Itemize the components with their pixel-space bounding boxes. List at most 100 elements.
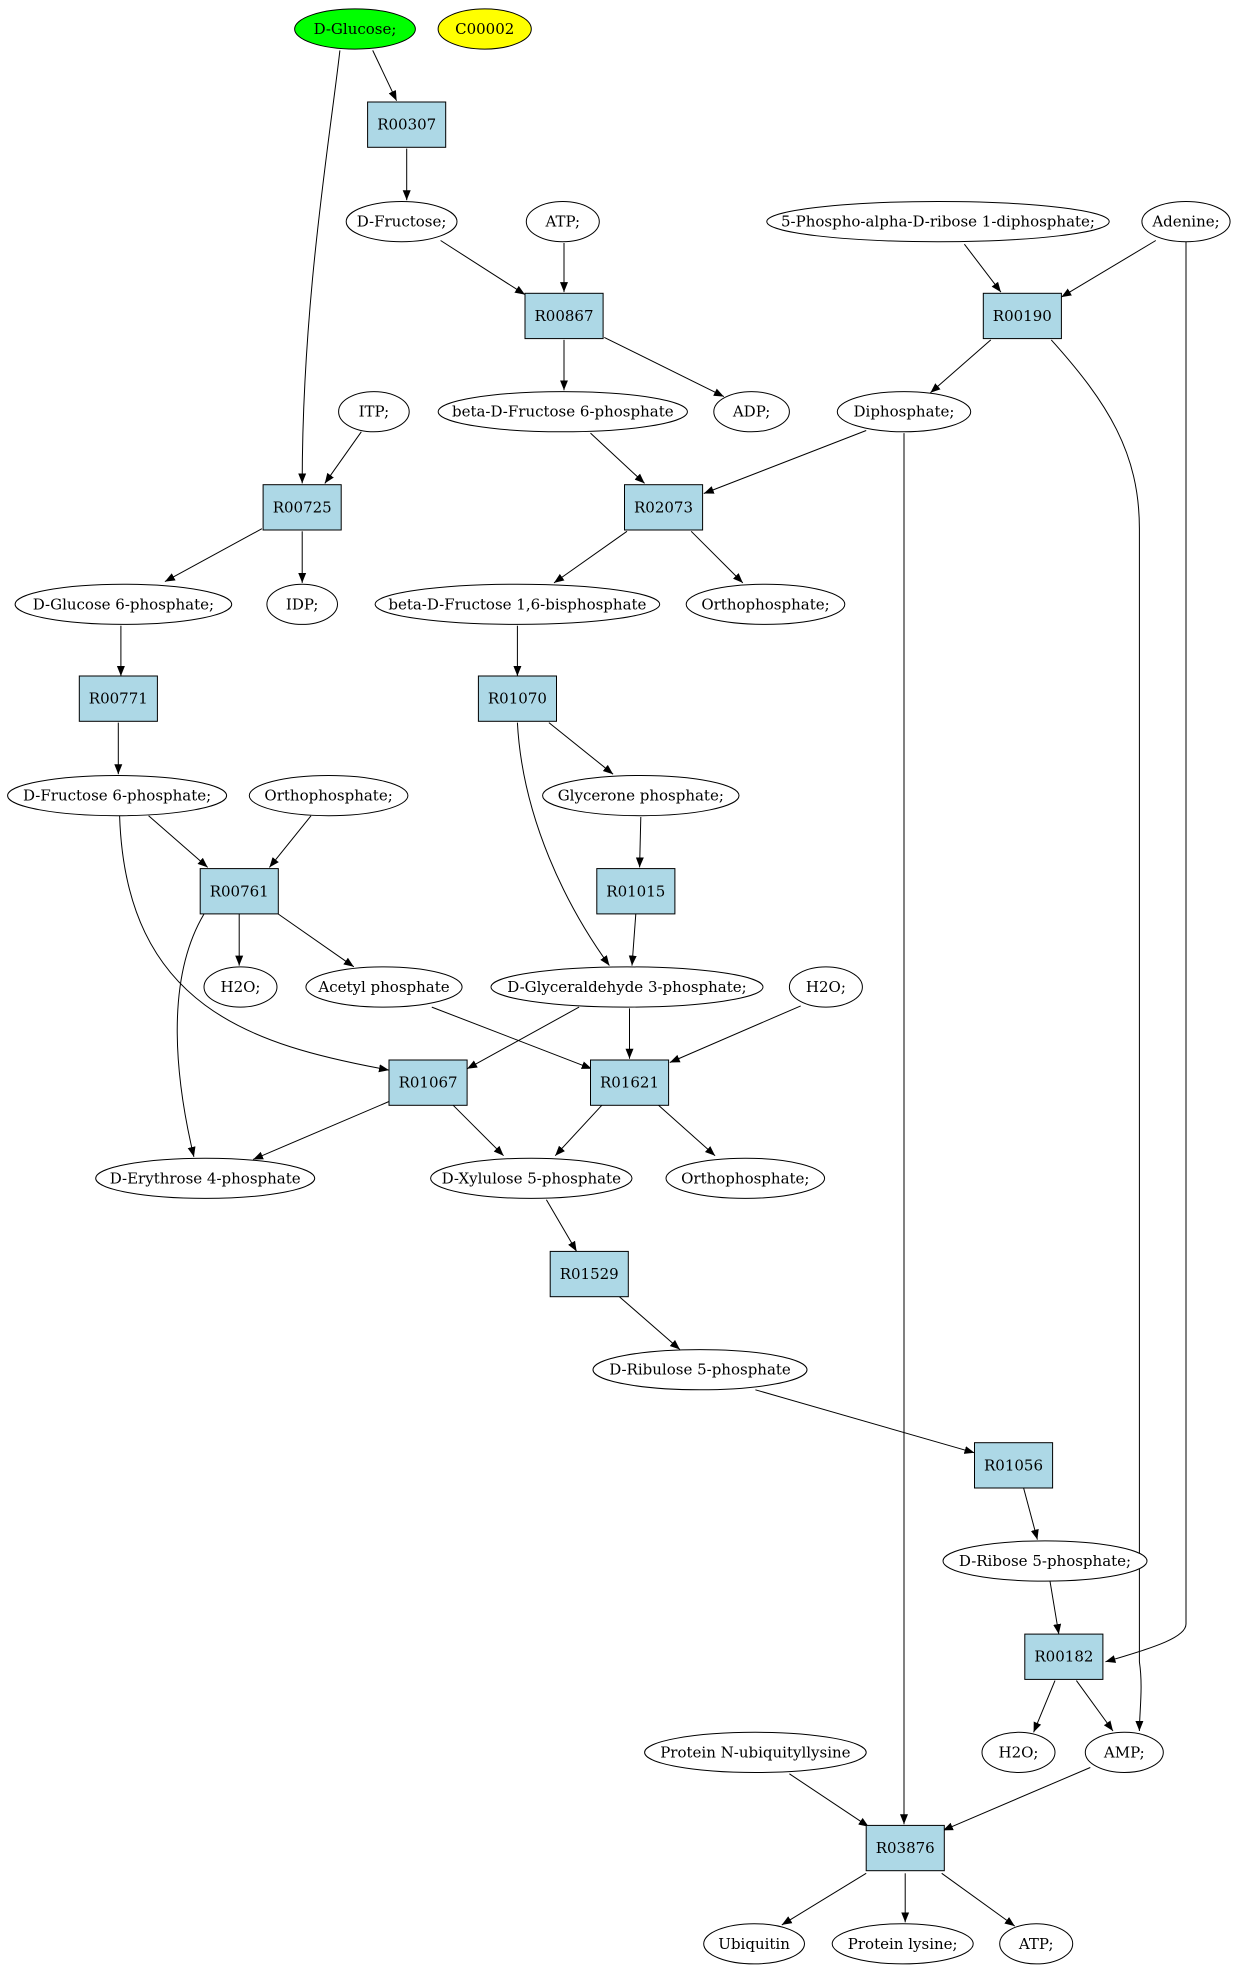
reaction-node-r03876[interactable]: R03876 bbox=[865, 1824, 945, 1872]
edge-acetyl-phosphate-to-r01621 bbox=[431, 1006, 592, 1070]
compound-node-d-glyceraldehyde-3-phosphate[interactable]: D-Glyceraldehyde 3-phosphate; bbox=[490, 966, 764, 1008]
edge-itp--to-r00725 bbox=[324, 431, 362, 484]
compound-ellipse bbox=[338, 391, 410, 433]
edge-adenine--to-r00182 bbox=[1105, 241, 1187, 1663]
node-label: beta-D-Fructose 6-phosphate bbox=[452, 403, 674, 421]
edge-r01015-to-d-glyceraldehyde-3-phosphate- bbox=[628, 913, 637, 966]
compound-ellipse bbox=[703, 1923, 805, 1965]
reaction-box bbox=[524, 292, 604, 340]
node-label: D-Glucose 6-phosphate; bbox=[33, 595, 214, 613]
compound-ellipse bbox=[542, 775, 740, 817]
compound-ellipse bbox=[305, 966, 463, 1008]
edge-r01621-to-orthophosphate- bbox=[658, 1104, 716, 1157]
compound-node-beta-d-fructose-6-phosphate[interactable]: beta-D-Fructose 6-phosphate bbox=[437, 391, 688, 433]
node-label: ATP; bbox=[1018, 1935, 1054, 1953]
compound-node-d-erythrose-4-phosphate[interactable]: D-Erythrose 4-phosphate bbox=[95, 1157, 316, 1199]
reaction-box bbox=[982, 292, 1062, 340]
edge-r01529-to-d-ribulose-5-phosphate bbox=[619, 1296, 681, 1350]
compound-node-acetyl-phosphate[interactable]: Acetyl phosphate bbox=[305, 966, 463, 1008]
node-label: R00725 bbox=[273, 498, 332, 516]
reaction-node-r00771[interactable]: R00771 bbox=[78, 675, 158, 722]
edge-orthophosphate--to-r00761 bbox=[269, 815, 312, 868]
node-label: Orthophosphate; bbox=[681, 1169, 809, 1187]
compound-node-beta-d-fructose-1-6-bisphosphate[interactable]: beta-D-Fructose 1,6-bisphosphate bbox=[374, 583, 661, 625]
compound-node-protein-lysine[interactable]: Protein lysine; bbox=[831, 1923, 974, 1965]
reaction-node-r00725[interactable]: R00725 bbox=[262, 484, 342, 531]
node-label: R03876 bbox=[876, 1839, 935, 1857]
compound-ellipse bbox=[788, 966, 863, 1008]
compound-node-orthophosphate[interactable]: Orthophosphate; bbox=[248, 775, 409, 817]
compound-node-itp[interactable]: ITP; bbox=[338, 391, 410, 433]
compound-node-ubiquitin[interactable]: Ubiquitin bbox=[703, 1923, 805, 1965]
compound-node-adenine[interactable]: Adenine; bbox=[1141, 201, 1231, 243]
edge-d-fructose--to-r00867 bbox=[440, 240, 526, 296]
reaction-node-r01015[interactable]: R01015 bbox=[596, 868, 676, 915]
reaction-node-r00190[interactable]: R00190 bbox=[982, 292, 1062, 340]
edge-d-glucose--to-r00725 bbox=[298, 50, 341, 484]
compound-ellipse bbox=[294, 8, 416, 50]
edge-r01067-to-d-xylulose-5-phosphate bbox=[452, 1104, 504, 1157]
edge-r01070-to-d-glyceraldehyde-3-phosphate- bbox=[516, 722, 610, 966]
compound-node-atp[interactable]: ATP; bbox=[999, 1923, 1074, 1965]
reaction-node-r01067[interactable]: R01067 bbox=[388, 1059, 468, 1106]
node-label: R00761 bbox=[210, 882, 269, 900]
reaction-node-r01070[interactable]: R01070 bbox=[477, 675, 557, 722]
compound-node-adp[interactable]: ADP; bbox=[713, 391, 790, 433]
node-label: Orthophosphate; bbox=[264, 787, 392, 805]
compound-node-d-fructose-6-phosphate[interactable]: D-Fructose 6-phosphate; bbox=[7, 775, 228, 817]
compound-node-atp[interactable]: ATP; bbox=[525, 201, 600, 243]
reaction-node-r00182[interactable]: R00182 bbox=[1024, 1633, 1104, 1680]
reaction-node-r01529[interactable]: R01529 bbox=[549, 1250, 629, 1298]
reaction-node-r01056[interactable]: R01056 bbox=[974, 1442, 1054, 1489]
reaction-node-r02073[interactable]: R02073 bbox=[624, 484, 704, 531]
compound-node-protein-n-ubiquityllysine[interactable]: Protein N-ubiquityllysine bbox=[644, 1731, 867, 1774]
edge-r00725-to-d-glucose-6-phosphate- bbox=[164, 528, 263, 583]
node-label: R00182 bbox=[1034, 1648, 1093, 1666]
compound-node-orthophosphate[interactable]: Orthophosphate; bbox=[685, 583, 846, 625]
compound-node-idp[interactable]: IDP; bbox=[266, 583, 339, 625]
edge-h2o--to-r01621 bbox=[669, 1005, 801, 1063]
node-label: R00307 bbox=[377, 116, 436, 134]
node-label: Protein N-ubiquityllysine bbox=[660, 1743, 850, 1761]
compound-ellipse bbox=[981, 1731, 1056, 1774]
compound-node-c00002[interactable]: C00002 bbox=[437, 8, 532, 50]
node-label: D-Ribulose 5-phosphate bbox=[609, 1361, 791, 1379]
reaction-node-r00307[interactable]: R00307 bbox=[367, 101, 447, 148]
compound-ellipse bbox=[685, 583, 846, 625]
compound-node-orthophosphate[interactable]: Orthophosphate; bbox=[665, 1157, 826, 1199]
reaction-node-r00761[interactable]: R00761 bbox=[199, 868, 279, 915]
compound-ellipse bbox=[592, 1349, 808, 1391]
compound-node-h2o[interactable]: H2O; bbox=[203, 966, 278, 1008]
compound-node-d-glucose[interactable]: D-Glucose; bbox=[294, 8, 416, 50]
node-label: R00771 bbox=[89, 690, 148, 708]
compound-node-d-ribulose-5-phosphate[interactable]: D-Ribulose 5-phosphate bbox=[592, 1349, 808, 1391]
compound-node-5-phospho-alpha-d-ribose-1-diphosphate[interactable]: 5-Phospho-alpha-D-ribose 1-diphosphate; bbox=[766, 201, 1110, 243]
node-label: R01529 bbox=[560, 1265, 619, 1283]
compound-node-d-ribose-5-phosphate[interactable]: D-Ribose 5-phosphate; bbox=[942, 1540, 1148, 1582]
compound-ellipse bbox=[836, 391, 972, 433]
edge-r03876-to-atp- bbox=[941, 1872, 1016, 1927]
compound-node-d-xylulose-5-phosphate[interactable]: D-Xylulose 5-phosphate bbox=[430, 1157, 633, 1199]
reaction-node-r01621[interactable]: R01621 bbox=[590, 1059, 670, 1106]
node-label: R01015 bbox=[606, 882, 665, 900]
node-label: Acetyl phosphate bbox=[317, 978, 449, 996]
compound-node-h2o[interactable]: H2O; bbox=[981, 1731, 1056, 1774]
compound-ellipse bbox=[374, 583, 661, 625]
compound-node-diphosphate[interactable]: Diphosphate; bbox=[836, 391, 972, 433]
reaction-box bbox=[549, 1250, 629, 1298]
compound-node-d-glucose-6-phosphate[interactable]: D-Glucose 6-phosphate; bbox=[14, 583, 233, 625]
node-label: ITP; bbox=[359, 403, 390, 421]
reaction-node-r00867[interactable]: R00867 bbox=[524, 292, 604, 340]
compound-node-d-fructose[interactable]: D-Fructose; bbox=[345, 201, 458, 243]
compound-node-glycerone-phosphate[interactable]: Glycerone phosphate; bbox=[542, 775, 740, 817]
node-label: R00190 bbox=[993, 307, 1052, 325]
edge-r01067-to-d-erythrose-4-phosphate bbox=[252, 1101, 390, 1160]
edge-r00190-to-diphosphate- bbox=[930, 339, 992, 394]
edge-r01056-to-d-ribose-5-phosphate- bbox=[1023, 1487, 1039, 1540]
compound-node-amp[interactable]: AMP; bbox=[1084, 1731, 1164, 1774]
edges-layer bbox=[114, 50, 1187, 1927]
compound-node-h2o[interactable]: H2O; bbox=[788, 966, 863, 1008]
edge-amp--to-r03876 bbox=[942, 1767, 1091, 1831]
edge-d-ribulose-5-phosphate-to-r01056 bbox=[755, 1389, 975, 1454]
